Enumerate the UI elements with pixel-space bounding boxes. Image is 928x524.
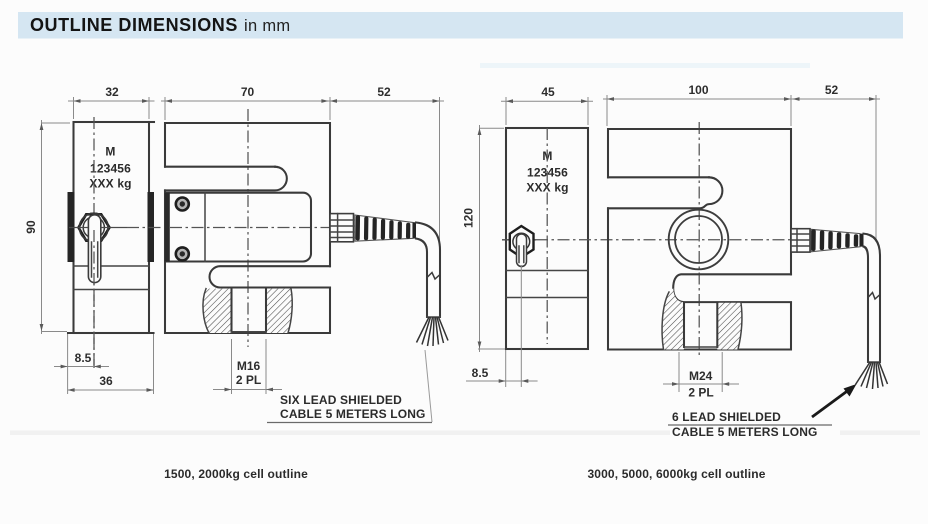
svg-text:SIX LEAD SHIELDED: SIX LEAD SHIELDED	[280, 393, 402, 407]
svg-text:32: 32	[105, 85, 119, 99]
svg-text:XXX kg: XXX kg	[89, 177, 131, 191]
svg-text:M24: M24	[689, 369, 713, 383]
svg-text:2 PL: 2 PL	[688, 386, 713, 400]
svg-text:120: 120	[462, 208, 476, 228]
svg-text:8.5: 8.5	[75, 351, 92, 365]
svg-text:M: M	[105, 145, 115, 159]
svg-text:3000, 5000, 6000kg cell outlin: 3000, 5000, 6000kg cell outline	[587, 467, 765, 481]
svg-text:M16: M16	[237, 359, 261, 373]
svg-text:52: 52	[825, 83, 839, 97]
svg-text:8.5: 8.5	[472, 366, 489, 380]
svg-text:1500, 2000kg cell outline: 1500, 2000kg cell outline	[164, 467, 308, 481]
svg-text:OUTLINE DIMENSIONS: OUTLINE DIMENSIONS	[30, 15, 238, 35]
svg-text:CABLE 5 METERS LONG: CABLE 5 METERS LONG	[280, 407, 426, 421]
svg-text:52: 52	[377, 85, 391, 99]
svg-text:CABLE 5 METERS LONG: CABLE 5 METERS LONG	[672, 425, 818, 439]
svg-text:36: 36	[99, 374, 113, 388]
svg-text:123456: 123456	[90, 162, 131, 176]
svg-text:in mm: in mm	[244, 17, 290, 35]
svg-text:6 LEAD SHIELDED: 6 LEAD SHIELDED	[672, 410, 781, 424]
svg-text:70: 70	[241, 85, 255, 99]
svg-text:100: 100	[688, 83, 708, 97]
svg-text:90: 90	[24, 220, 38, 234]
svg-text:2 PL: 2 PL	[236, 373, 261, 387]
svg-text:45: 45	[541, 85, 555, 99]
